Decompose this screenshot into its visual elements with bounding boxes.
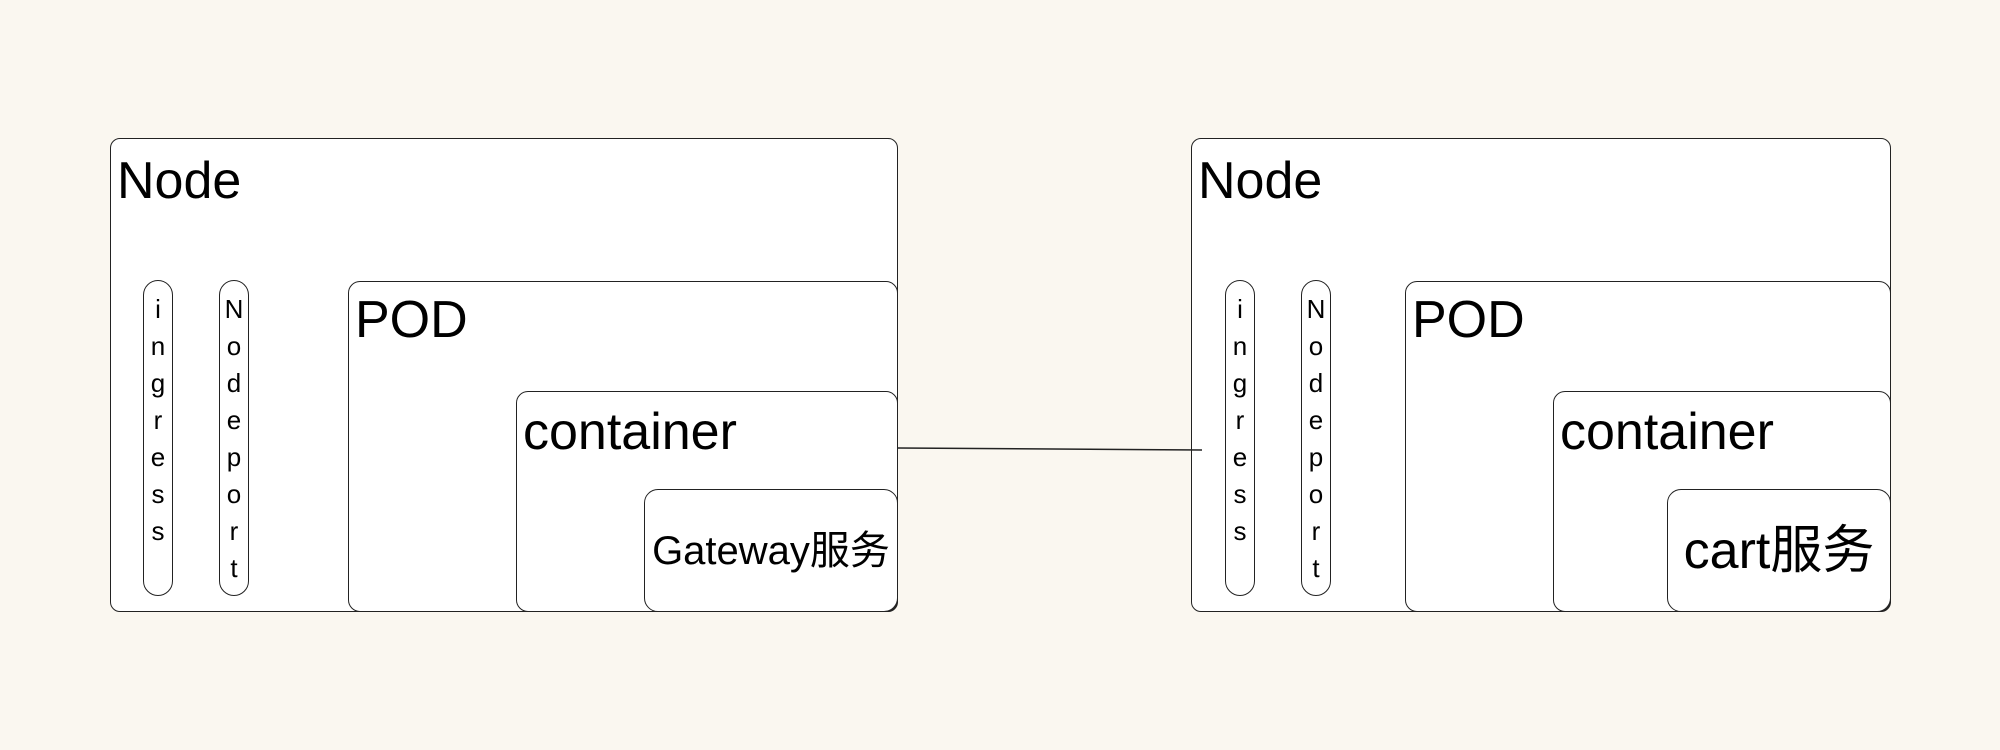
nodeport-letter: o: [1308, 331, 1324, 361]
ingress-letter: s: [151, 516, 165, 546]
container-title-2: container: [1560, 403, 1774, 461]
pod-title-1: POD: [355, 291, 468, 349]
ingress-letter: s: [1233, 479, 1247, 509]
ingress-letter: e: [150, 442, 166, 472]
ingress-letter: g: [150, 368, 166, 398]
nodeport-letter: N: [1306, 294, 1326, 324]
nodeport-letter: o: [1308, 479, 1324, 509]
ingress-letter: n: [150, 331, 166, 361]
node-title-2: Node: [1198, 152, 1323, 210]
nodeport-letter: d: [226, 368, 242, 398]
ingress-pill-1: i n g r e s s: [143, 280, 173, 596]
gateway-service-box: Gateway服务: [644, 489, 898, 612]
nodeport-pill-1: N o d e p o r t: [219, 280, 249, 596]
nodeport-letter: d: [1308, 368, 1324, 398]
ingress-letter: s: [151, 479, 165, 509]
service-label-2: cart服务: [1683, 521, 1875, 580]
ingress-letter: r: [1235, 405, 1245, 435]
ingress-letter: e: [1232, 442, 1248, 472]
nodeport-letter: t: [230, 553, 238, 583]
node-title-1: Node: [117, 152, 242, 210]
nodeport-pill-2: N o d e p o r t: [1301, 280, 1331, 596]
ingress-letter: g: [1232, 368, 1248, 398]
service-label-1: Gateway服务: [652, 528, 890, 573]
ingress-letter: n: [1232, 331, 1248, 361]
nodeport-letter: e: [1308, 405, 1324, 435]
nodeport-letter: o: [226, 331, 242, 361]
nodeport-letter: e: [226, 405, 242, 435]
nodeport-letter: o: [226, 479, 242, 509]
cart-service-box: cart服务: [1667, 489, 1891, 612]
nodeport-letter: r: [1311, 516, 1321, 546]
container-title-1: container: [523, 403, 737, 461]
nodeport-letter: p: [226, 442, 242, 472]
nodeport-letter: N: [224, 294, 244, 324]
ingress-letter: r: [153, 405, 163, 435]
pod-title-2: POD: [1412, 291, 1525, 349]
ingress-letter: i: [1237, 294, 1243, 324]
nodeport-letter: r: [229, 516, 239, 546]
connector-segment: [897, 447, 1203, 451]
nodeport-letter: p: [1308, 442, 1324, 472]
nodeport-letter: t: [1312, 553, 1320, 583]
ingress-pill-2: i n g r e s s: [1225, 280, 1255, 596]
ingress-letter: i: [155, 294, 161, 324]
ingress-letter: s: [1233, 516, 1247, 546]
